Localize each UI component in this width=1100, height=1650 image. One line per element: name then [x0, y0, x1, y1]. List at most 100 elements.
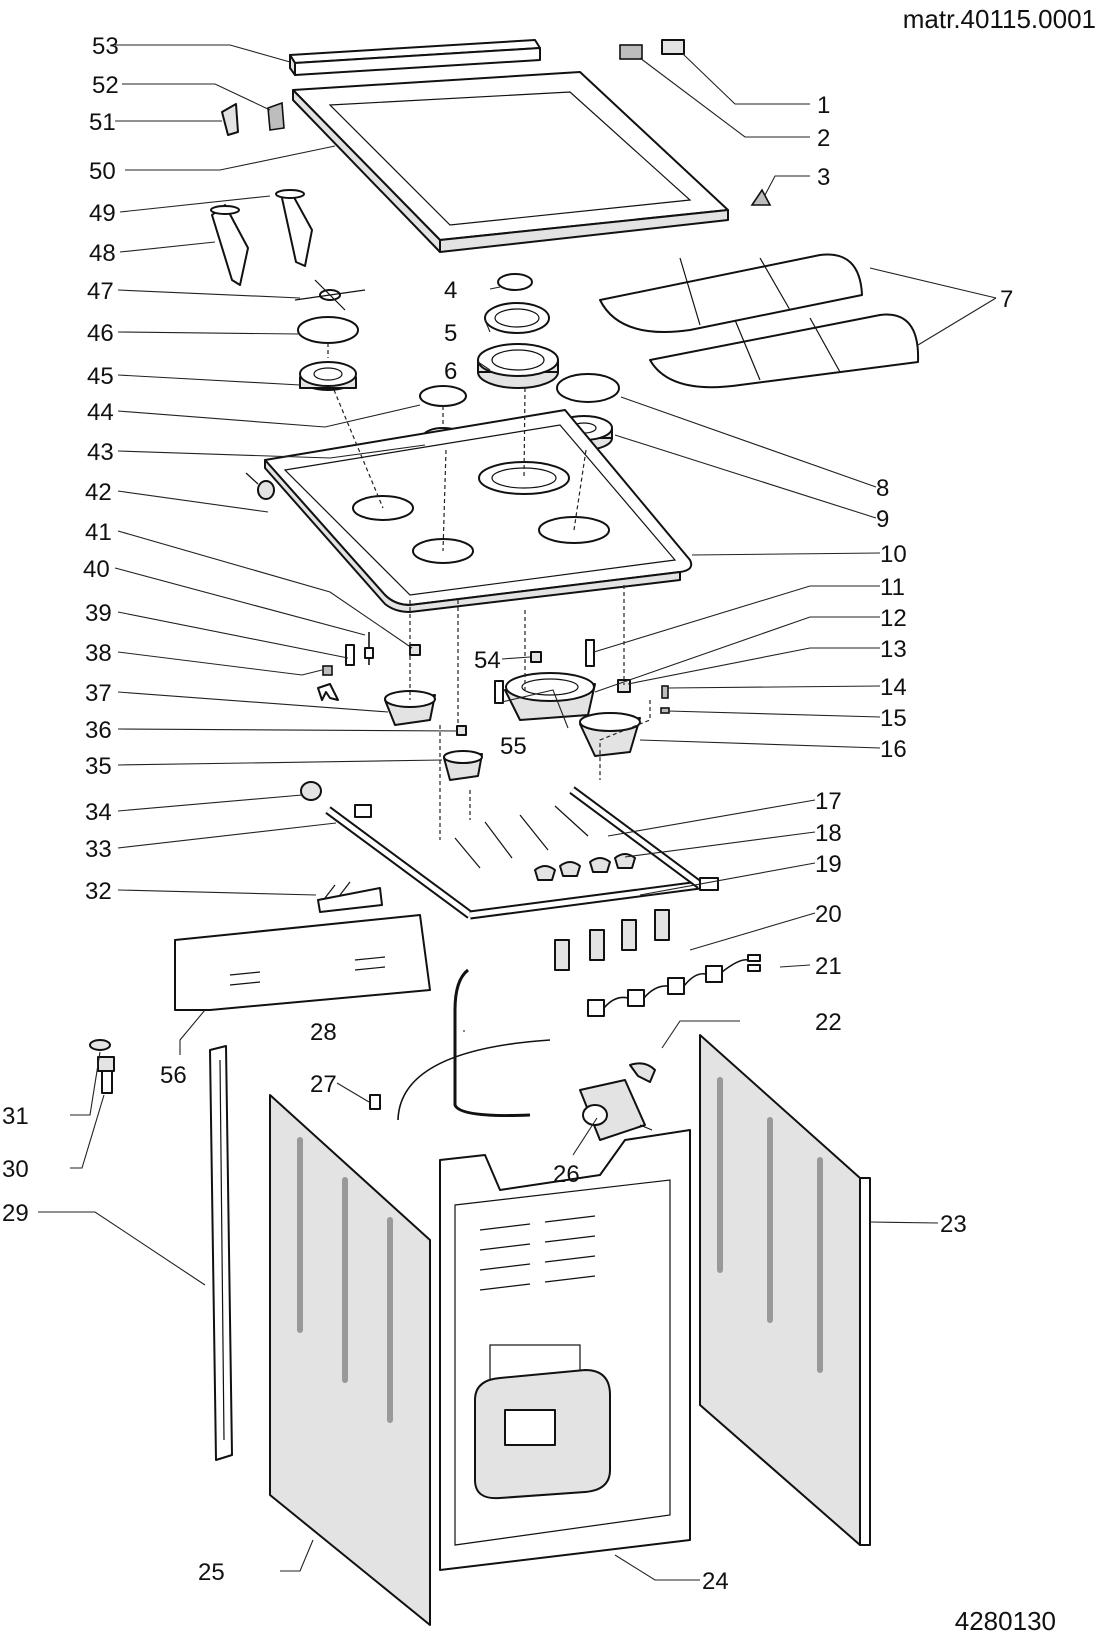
part-10-hob-top [264, 409, 693, 613]
callout-32: 32 [85, 878, 112, 905]
part-33-manifold [325, 804, 701, 920]
part-23-right-panel [699, 1034, 871, 1546]
callout-20: 20 [815, 901, 842, 928]
callout-53: 53 [92, 33, 119, 60]
part-47-star [294, 279, 366, 311]
part-50-glass-lid [292, 71, 729, 253]
part-1-bracket [661, 39, 685, 55]
part-8-cap [556, 373, 620, 403]
part-46-cap [297, 316, 359, 344]
part-7-pan-supports [599, 253, 920, 389]
part-54-plug [530, 651, 542, 663]
assembly-guide-lines [327, 343, 651, 840]
parts-layer [89, 39, 920, 1626]
model-reference: matr.40115.0001 [902, 4, 1096, 34]
callout-29: 29 [2, 1200, 29, 1227]
part-48-49-hinges [210, 189, 313, 286]
part-22-shield [629, 1062, 656, 1083]
callout-27: 27 [310, 1071, 337, 1098]
callout-47: 47 [87, 278, 114, 305]
part-17-rail [569, 786, 719, 891]
part-28-wire [397, 1039, 551, 1121]
callout-12: 12 [880, 605, 907, 632]
part-44-cap [419, 385, 467, 407]
callout-38: 38 [85, 640, 112, 667]
part-2-bracket [619, 44, 643, 60]
part-52-wedge [267, 101, 285, 131]
callout-24: 24 [702, 1568, 729, 1595]
callout-4: 4 [444, 277, 457, 304]
part-24-rear-panel [439, 1129, 691, 1571]
part-26-gas-valve [579, 1079, 653, 1141]
callout-8: 8 [876, 475, 889, 502]
callout-21: 21 [815, 953, 842, 980]
part-31-seal [89, 1039, 111, 1051]
part-34-nut [300, 781, 322, 801]
part-25-left-panel [269, 1094, 431, 1626]
callout-11: 11 [880, 574, 905, 601]
callout-43: 43 [87, 439, 114, 466]
callout-35: 35 [85, 753, 112, 780]
callout-10: 10 [880, 541, 907, 568]
callout-37: 37 [85, 680, 112, 707]
part-6-burner [477, 343, 559, 389]
part-29-side-rail [209, 1045, 233, 1461]
callout-28: 28 [310, 1019, 337, 1046]
callout-2: 2 [817, 125, 830, 152]
callout-42: 42 [85, 479, 112, 506]
callout-41: 41 [85, 519, 112, 546]
part-12-cup [504, 672, 596, 721]
part-38-clip [317, 665, 339, 701]
part-32-terminal-block [317, 881, 383, 913]
callout-16: 16 [880, 736, 907, 763]
callout-51: 51 [89, 109, 116, 136]
callout-14: 14 [880, 674, 907, 701]
callout-labels: 1 2 3 4 5 6 7 8 9 10 11 12 13 14 15 16 1… [2, 33, 1013, 1595]
part-55-thermocouple [494, 680, 504, 704]
callout-7: 7 [1000, 286, 1013, 313]
callout-9: 9 [876, 506, 889, 533]
part-18-19-injectors [454, 805, 636, 881]
part-27-clip [369, 1094, 381, 1110]
part-16-cup [579, 712, 641, 757]
part-42-knob [245, 472, 275, 500]
part-56-control-bracket [174, 914, 431, 1011]
part-45-burner [299, 361, 357, 391]
drawing-code: 4280130 [954, 1606, 1056, 1636]
callout-23: 23 [940, 1211, 967, 1238]
callout-33: 33 [85, 836, 112, 863]
part-15-nut [660, 707, 670, 714]
callout-6: 6 [444, 358, 457, 385]
callout-52: 52 [92, 72, 119, 99]
callout-36: 36 [85, 717, 112, 744]
part-4-cap [497, 273, 533, 291]
callout-25: 25 [198, 1559, 225, 1586]
callout-13: 13 [880, 636, 907, 663]
part-5-ring [484, 302, 550, 334]
part-36-plug [456, 725, 467, 736]
callout-40: 40 [83, 556, 110, 583]
part-28-gas-pipe [453, 968, 531, 1118]
part-21-ignition-harness [587, 954, 761, 1017]
leader-lines [38, 44, 997, 1581]
callout-39: 39 [85, 600, 112, 627]
callout-46: 46 [87, 320, 114, 347]
callout-30: 30 [2, 1156, 29, 1183]
callout-22: 22 [815, 1009, 842, 1036]
callout-49: 49 [89, 200, 116, 227]
vent-slots [479, 1215, 596, 1291]
callout-44: 44 [87, 399, 114, 426]
callout-3: 3 [817, 164, 830, 191]
callout-50: 50 [89, 158, 116, 185]
part-39-thermocouple [345, 644, 355, 666]
part-20-gas-taps [554, 909, 670, 971]
callout-19: 19 [815, 851, 842, 878]
part-40-electrode [364, 632, 374, 665]
part-11-electrode [585, 639, 595, 667]
callout-26: 26 [553, 1161, 580, 1188]
part-3-cap [750, 188, 772, 206]
callout-48: 48 [89, 240, 116, 267]
callout-17: 17 [815, 788, 842, 815]
callout-55: 55 [500, 733, 527, 760]
